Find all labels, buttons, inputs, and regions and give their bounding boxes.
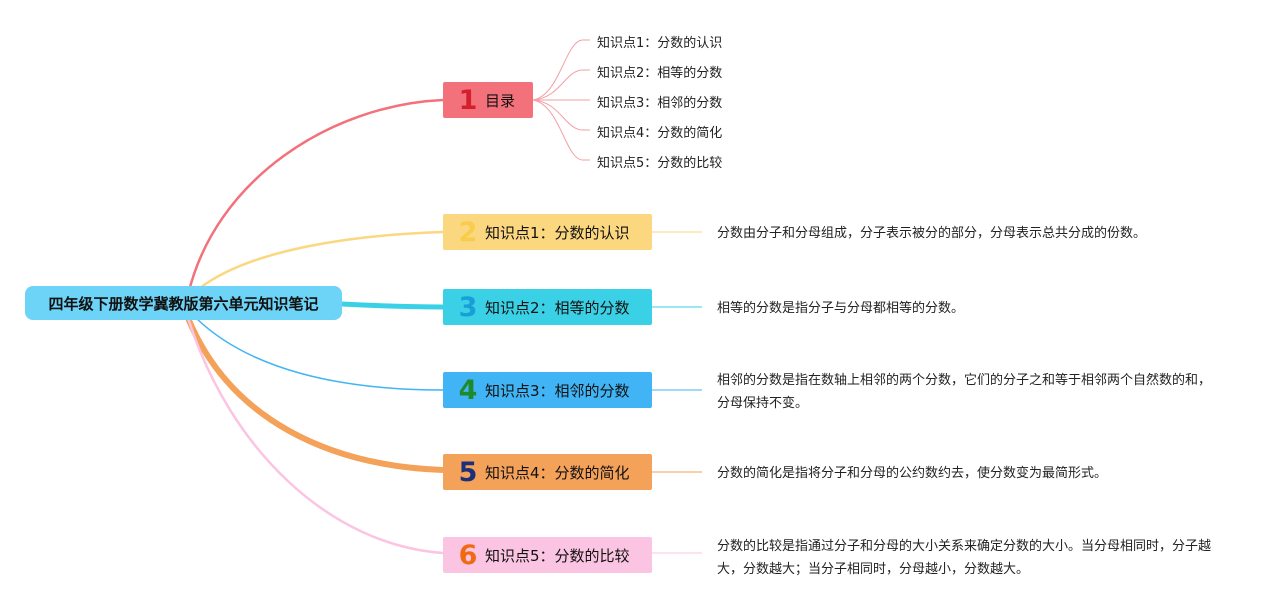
toc-connectors: [532, 39, 590, 161]
toc-item-3[interactable]: 知识点3：相邻的分数: [597, 96, 723, 111]
branch-label: 知识点2：相等的分数: [485, 298, 630, 317]
number-4-icon: 4: [458, 374, 478, 406]
connector-6: [186, 317, 444, 555]
branch-knowledge-2[interactable]: 3 知识点2：相等的分数: [443, 289, 652, 325]
connector-1: [186, 98, 444, 296]
connector-2: [199, 230, 444, 289]
toc-item-4[interactable]: 知识点4：分数的简化: [597, 126, 723, 141]
branch-label: 知识点1：分数的认识: [485, 223, 630, 242]
number-6-icon: 6: [458, 539, 478, 571]
root-node[interactable]: 四年级下册数学冀教版第六单元知识笔记: [25, 286, 342, 320]
description-2[interactable]: 相等的分数是指分子与分母都相等的分数。: [717, 301, 965, 316]
connector-4: [195, 317, 444, 391]
description-3[interactable]: 相邻的分数是指在数轴上相邻的两个分数，它们的分子之和等于相邻两个自然数的和，分母…: [717, 373, 1212, 411]
branch-label: 目录: [485, 91, 516, 110]
description-1[interactable]: 分数由分子和分母组成，分子表示被分的部分，分母表示总共分成的份数。: [717, 226, 1147, 241]
connector-3: [341, 301, 444, 310]
branch-label: 知识点5：分数的比较: [485, 546, 630, 565]
branch-knowledge-5[interactable]: 6 知识点5：分数的比较: [443, 537, 652, 573]
branch-knowledge-4[interactable]: 5 知识点4：分数的简化: [443, 454, 652, 490]
branch-knowledge-1[interactable]: 2 知识点1：分数的认识: [443, 214, 652, 250]
branch-label: 知识点3：相邻的分数: [485, 381, 630, 400]
description-5[interactable]: 分数的比较是指通过分子和分母的大小关系来确定分数的大小。当分母相同时，分子越大，…: [717, 539, 1212, 577]
number-3-icon: 3: [458, 291, 478, 323]
description-4[interactable]: 分数的简化是指将分子和分母的公约数约去，使分数变为最简形式。: [717, 466, 1108, 481]
branch-toc[interactable]: 1 目录: [443, 82, 533, 118]
number-2-icon: 2: [458, 216, 478, 248]
branch-knowledge-3[interactable]: 4 知识点3：相邻的分数: [443, 372, 652, 408]
root-title: 四年级下册数学冀教版第六单元知识笔记: [48, 294, 319, 313]
toc-item-1[interactable]: 知识点1：分数的认识: [597, 36, 723, 51]
number-5-icon: 5: [458, 456, 478, 488]
branch-label: 知识点4：分数的简化: [485, 463, 630, 482]
toc-item-2[interactable]: 知识点2：相等的分数: [597, 66, 723, 81]
connector-5: [185, 316, 444, 473]
toc-item-5[interactable]: 知识点5：分数的比较: [597, 156, 723, 171]
number-1-icon: 1: [458, 84, 478, 116]
